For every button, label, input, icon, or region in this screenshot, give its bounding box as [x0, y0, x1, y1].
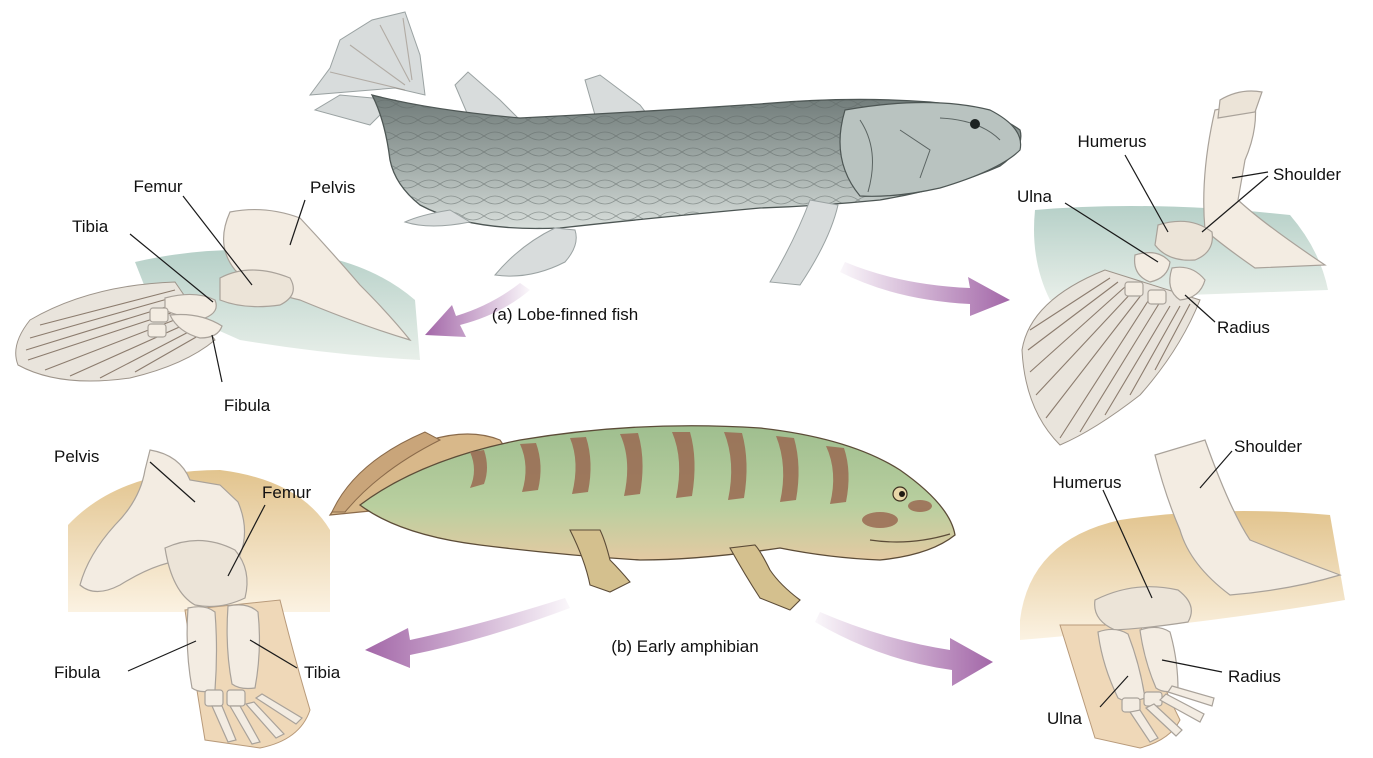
amphibian-caption: (b) Early amphibian [611, 637, 758, 656]
amphibian-pupil [899, 491, 905, 497]
fish-head [840, 103, 1021, 197]
label-amphibian-shoulder: Shoulder [1234, 437, 1302, 456]
lobe-finned-fish-illustration [310, 12, 1021, 285]
fish-fore-small-bone-1 [1125, 282, 1143, 296]
label-amphibian-humerus: Humerus [1053, 473, 1122, 492]
fish-pelvic-fin [495, 228, 576, 276]
label-fish-ulna: Ulna [1017, 187, 1053, 206]
fish-hind-small-bone-2 [148, 324, 166, 337]
label-amphibian-ulna: Ulna [1047, 709, 1083, 728]
fish-fore-small-bone-2 [1148, 290, 1166, 304]
label-amphibian-radius: Radius [1228, 667, 1281, 686]
label-amphibian-pelvis: Pelvis [54, 447, 99, 466]
label-amphibian-fibula: Fibula [54, 663, 101, 682]
label-fish-tibia: Tibia [72, 217, 109, 236]
fish-scale-texture [372, 95, 880, 229]
arrow-fish-to-forefin [840, 262, 1010, 316]
fish-caption: (a) Lobe-finned fish [492, 305, 638, 324]
label-fish-radius: Radius [1217, 318, 1270, 337]
early-amphibian-illustration [330, 426, 955, 610]
amphibian-fibula-bone [187, 607, 216, 692]
label-fish-humerus: Humerus [1078, 132, 1147, 151]
arrow-amphibian-to-hindlimb [365, 598, 570, 668]
fish-fore-fin-skeleton [1022, 91, 1328, 445]
fish-eye [970, 119, 980, 129]
label-fish-shoulder: Shoulder [1273, 165, 1341, 184]
arrow-amphibian-to-forelimb [815, 612, 993, 686]
label-amphibian-tibia: Tibia [304, 663, 341, 682]
fish-hind-small-bone-1 [150, 308, 168, 322]
label-fish-femur: Femur [133, 177, 182, 196]
amphibian-tibia-bone [227, 605, 259, 689]
fish-pectoral-fin [770, 200, 838, 285]
label-fish-fibula: Fibula [224, 396, 271, 415]
fish-femur-bone [220, 270, 293, 307]
amphibian-fore-leg [730, 545, 800, 610]
label-fish-pelvis: Pelvis [310, 178, 355, 197]
label-amphibian-femur: Femur [262, 483, 311, 502]
